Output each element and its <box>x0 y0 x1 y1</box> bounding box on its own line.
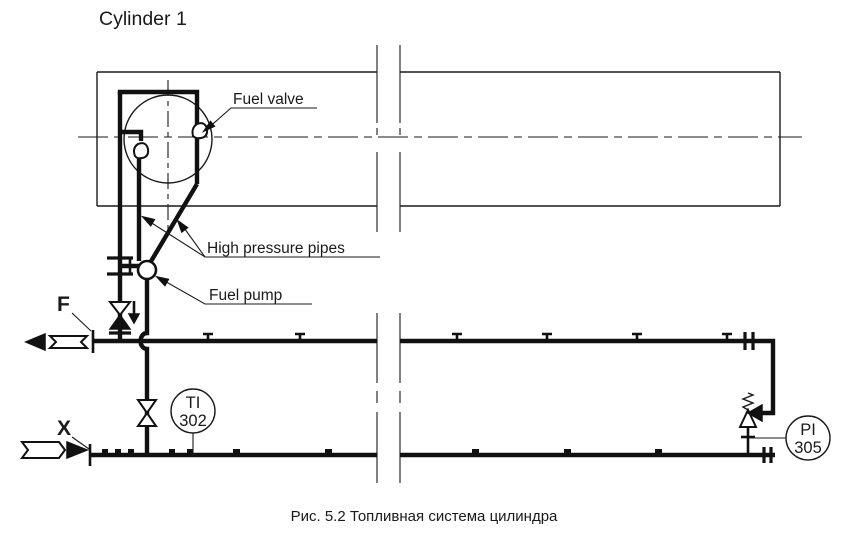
ti-tag-letters: TI <box>186 394 201 412</box>
ti-instrument: TI 302 <box>170 388 216 455</box>
check-valve-symbol <box>107 301 141 330</box>
drain-pipe-clamps <box>102 449 662 454</box>
fuel-pump-drop-line <box>138 279 150 455</box>
drain-flow-label: X <box>57 417 71 440</box>
fuel-supply-pipe <box>93 338 776 416</box>
relief-valve-symbol <box>738 392 763 455</box>
fuel-pump-symbol <box>136 259 158 281</box>
break-lines-upper <box>376 45 401 232</box>
high-pressure-pipe-loop <box>117 89 200 184</box>
pi-instrument: PI 305 <box>750 415 831 461</box>
pi-tag-number: 305 <box>794 439 822 457</box>
drain-pipe-end-flanges <box>762 447 773 463</box>
supply-branch-tees <box>203 332 732 341</box>
supply-flow-label: F <box>57 293 70 316</box>
cylinder-circle <box>123 94 213 184</box>
high-pressure-pipes-label: High pressure pipes <box>207 240 345 257</box>
supply-pipe-flange-pair <box>743 332 755 350</box>
fuel-valve-left-symbol <box>133 142 150 160</box>
fuel-valve-elbow <box>118 129 144 141</box>
pi-tag-letters: PI <box>800 421 816 439</box>
engine-outline <box>96 71 781 207</box>
diagram-title: Cylinder 1 <box>99 8 187 30</box>
drain-valve-symbol <box>136 399 158 427</box>
fuel-valve-label: Fuel valve <box>233 91 304 108</box>
fuel-pump-label: Fuel pump <box>209 287 282 304</box>
high-pressure-pipe-diagonal <box>148 182 199 265</box>
figure-caption: Рис. 5.2 Топливная система цилиндра <box>291 508 558 525</box>
leader-lines <box>71 107 380 450</box>
pump-inlet-fittings <box>107 256 139 335</box>
flow-arrow-left <box>24 332 90 352</box>
break-lines-lower <box>376 313 401 483</box>
flow-arrow-right <box>20 440 90 460</box>
ti-tag-number: 302 <box>179 412 207 430</box>
